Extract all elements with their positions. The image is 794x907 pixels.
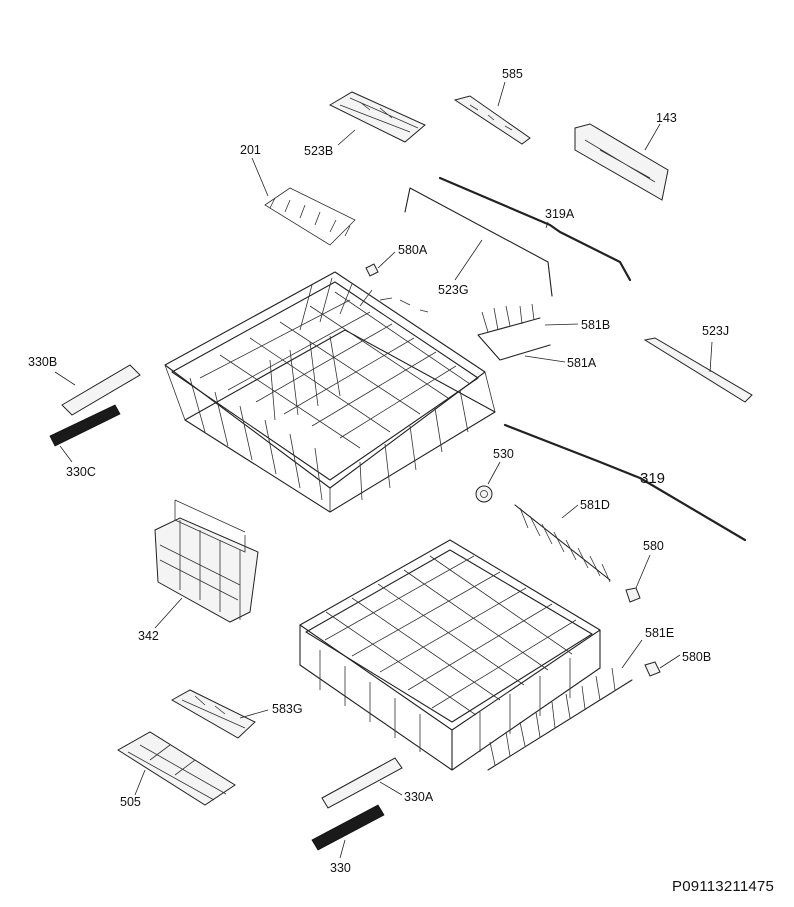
label-319a: 319A xyxy=(545,207,575,221)
label-523b: 523B xyxy=(304,144,333,158)
label-581e: 581E xyxy=(645,626,674,640)
wire-523g xyxy=(404,187,553,297)
label-330: 330 xyxy=(330,861,351,875)
label-585: 585 xyxy=(502,67,523,81)
part-143 xyxy=(574,123,669,201)
part-505 xyxy=(117,731,236,806)
part-580b xyxy=(644,661,661,677)
label-581d: 581D xyxy=(580,498,610,512)
label-580b: 580B xyxy=(682,650,711,664)
label-523j: 523J xyxy=(702,324,729,338)
upper-rack-basket xyxy=(164,271,496,513)
label-581b: 581B xyxy=(581,318,610,332)
part-580a xyxy=(365,263,379,277)
rail-319 xyxy=(503,423,747,542)
label-581a: 581A xyxy=(567,356,597,370)
label-342: 342 xyxy=(138,629,159,643)
part-580 xyxy=(625,587,641,603)
diagram-reference-code: P09113211475 xyxy=(672,878,774,895)
part-581b xyxy=(477,303,551,361)
label-583g: 583G xyxy=(272,702,303,716)
part-330c xyxy=(49,404,121,447)
label-523g: 523G xyxy=(438,283,469,297)
part-labels: 585 143 523B 201 319A 580A 523G 581B 581… xyxy=(28,67,729,875)
part-581e xyxy=(487,667,633,771)
part-530 xyxy=(475,485,493,503)
label-580a: 580A xyxy=(398,243,428,257)
part-581d xyxy=(514,504,611,583)
part-201 xyxy=(264,187,356,246)
part-583g xyxy=(170,689,256,739)
label-330c: 330C xyxy=(66,465,96,479)
part-330a xyxy=(321,757,403,809)
label-319: 319 xyxy=(640,470,665,487)
part-523j xyxy=(643,337,753,403)
part-330b xyxy=(61,364,141,416)
lower-rack-basket xyxy=(299,539,601,771)
label-580: 580 xyxy=(643,539,664,553)
part-523b xyxy=(328,91,426,143)
label-530: 530 xyxy=(493,447,514,461)
label-330a: 330A xyxy=(404,790,434,804)
part-585 xyxy=(453,95,531,145)
cutlery-basket-342 xyxy=(154,499,259,623)
part-330 xyxy=(311,804,385,851)
label-201: 201 xyxy=(240,143,261,157)
label-330b: 330B xyxy=(28,355,57,369)
leader-lines xyxy=(54,81,713,859)
rail-319a xyxy=(438,176,632,282)
label-505: 505 xyxy=(120,795,141,809)
label-143: 143 xyxy=(656,111,677,125)
